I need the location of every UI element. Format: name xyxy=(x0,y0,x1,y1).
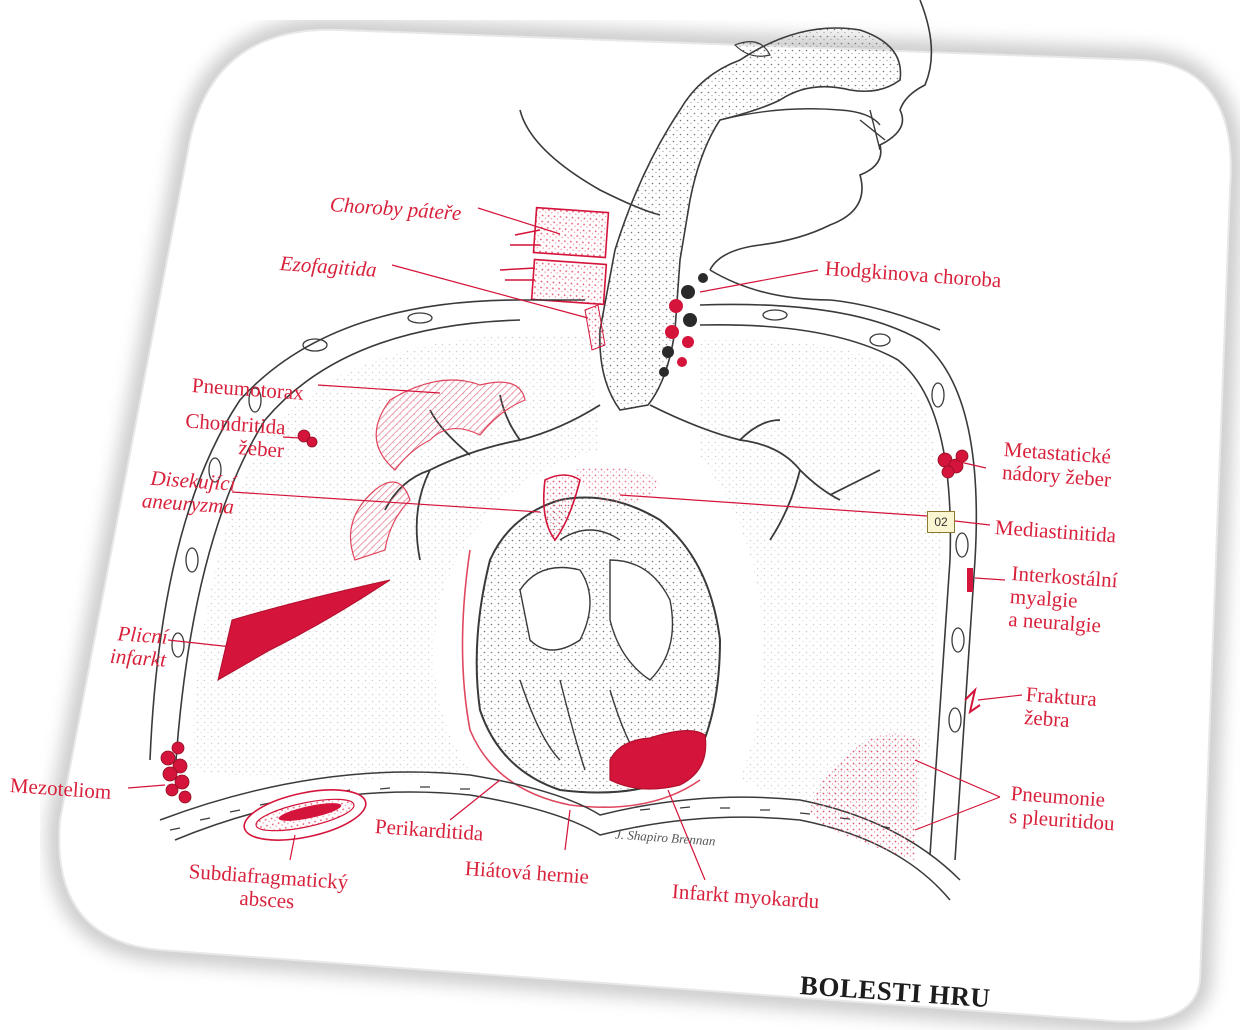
metastatic-rib-lesion xyxy=(938,450,968,478)
intercostal-lesion xyxy=(967,568,973,592)
subdiaphragmatic-abscess-lesion xyxy=(240,781,370,850)
label-metastaticke-nadory: Metastatické nádory žeber xyxy=(1001,438,1113,491)
mesothelioma-lesion xyxy=(161,742,191,803)
slide-number-badge: 02 xyxy=(927,511,955,533)
label-interkostalni-myalgie: Interkostální myalgie a neuralgie xyxy=(1008,562,1119,638)
label-pneumonie-s-pleuritidou: Pneumonie s pleuritidou xyxy=(1008,782,1117,835)
label-disekujici-aneuryzma: Disekující aneuryzma xyxy=(108,464,236,519)
label-plicni-infarkt: Plicní infarkt xyxy=(83,620,168,672)
label-chondritida-zeber: Chondritida žeber xyxy=(163,408,286,462)
label-fraktura-zebra: Fraktura žebra xyxy=(1023,683,1097,734)
vertebra xyxy=(500,208,608,305)
rib-fracture-mark xyxy=(965,690,980,712)
